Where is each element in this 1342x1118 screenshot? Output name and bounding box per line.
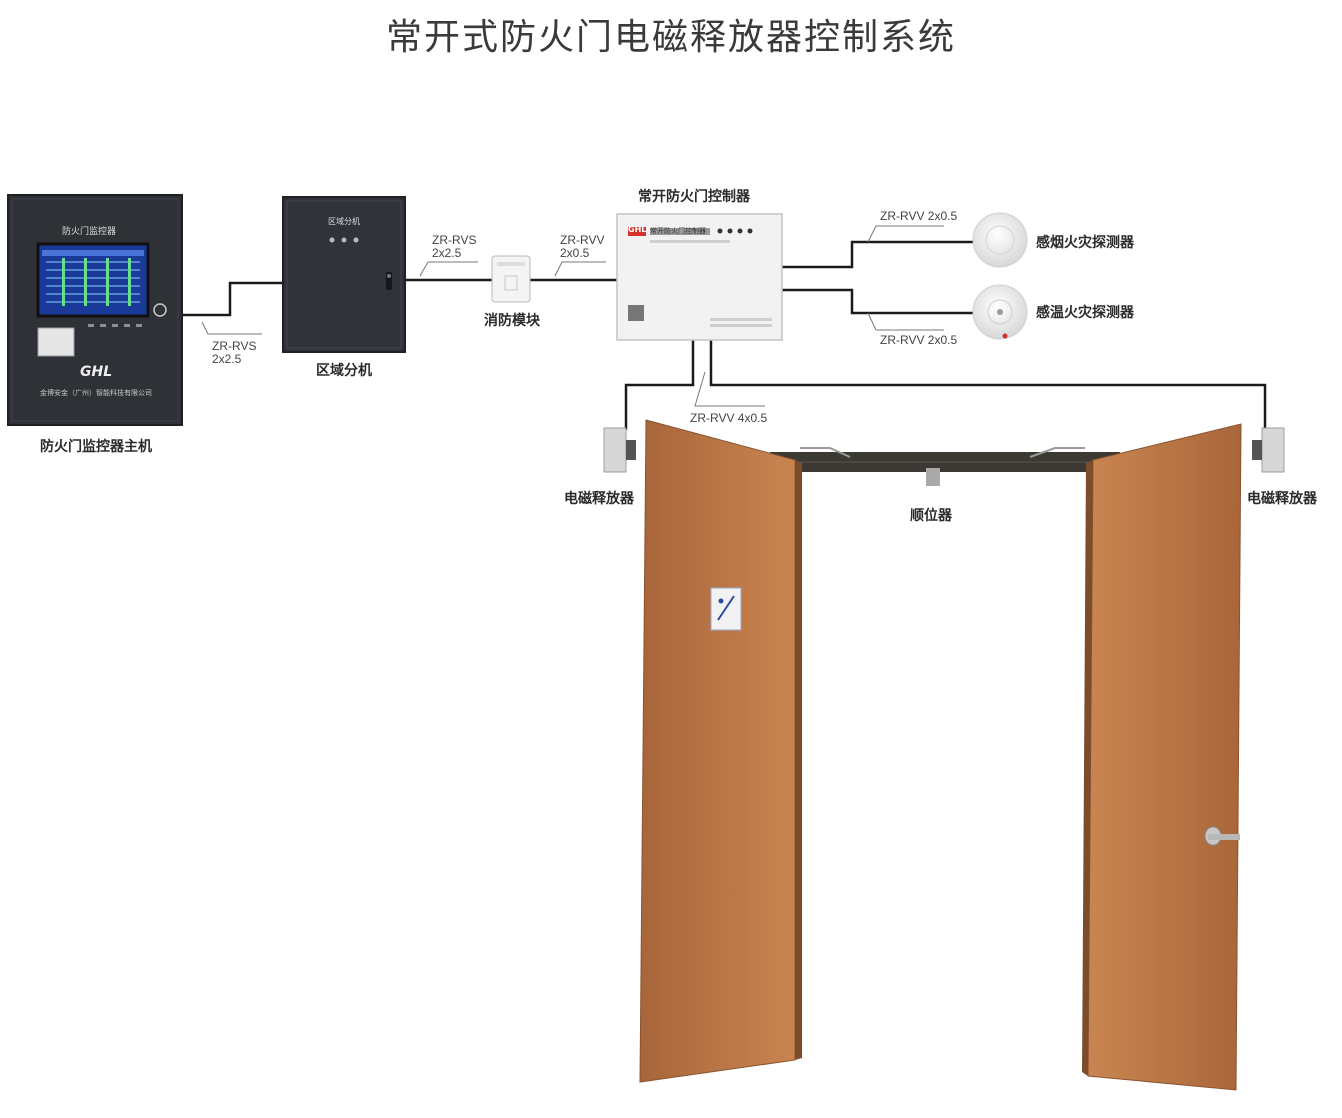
zone-panel-title: 区域分机 [328, 217, 360, 226]
cable-controller-heat: ZR-RVV 2x0.5 [880, 333, 958, 347]
right-door-leaf [1082, 423, 1242, 1091]
host-brand: GHL [80, 364, 113, 380]
controller-label: 常开防火门控制器 [638, 189, 750, 205]
cable-controller-doors: ZR-RVV 4x0.5 [690, 411, 768, 425]
left-door-leaf [639, 419, 802, 1083]
host-label: 防火门监控器主机 [40, 439, 152, 455]
controller-panel-title: 常开防火门控制器 [650, 227, 706, 235]
controller-brand: GHL [628, 225, 647, 234]
cable-host-zone: ZR-RVS 2x2.5 [212, 339, 257, 366]
wire-controller-right-releaser [709, 340, 1267, 430]
cable-module-controller: ZR-RVV 2x0.5 [560, 233, 605, 260]
wire-host-zone [182, 281, 283, 317]
host-panel-title: 防火门监控器 [62, 227, 117, 237]
door-holder-right-icon [1252, 427, 1285, 473]
fire-module-label: 消防模块 [484, 313, 540, 329]
fire-module [491, 255, 531, 303]
heat-detector-label: 感温火灾探测器 [1036, 305, 1134, 321]
cable-zone-module: ZR-RVS 2x2.5 [432, 233, 477, 260]
page-title: 常开式防火门电磁释放器控制系统 [385, 17, 956, 58]
door-holder-left-icon [603, 427, 636, 473]
right-releaser-label: 电磁释放器 [1247, 491, 1317, 507]
smoke-detector-label: 感烟火灾探测器 [1036, 235, 1134, 251]
wiring [182, 240, 1267, 430]
wire-controller-smoke [782, 240, 975, 269]
heat-detector-icon [972, 284, 1028, 340]
host-company: 金博安金（广州）智能科技有限公司 [40, 389, 152, 397]
zone-sub-unit [282, 196, 406, 353]
fire-door-monitor-host [7, 194, 183, 426]
wire-controller-heat [782, 288, 975, 315]
left-releaser-label: 电磁释放器 [564, 491, 634, 507]
smoke-detector-icon [972, 212, 1028, 268]
wire-controller-left-releaser [624, 340, 695, 430]
fire-door-frame [770, 447, 1120, 486]
normally-open-door-controller [616, 213, 783, 341]
sequencer-label: 顺位器 [910, 508, 952, 524]
zone-label: 区域分机 [316, 363, 372, 379]
cable-controller-smoke: ZR-RVV 2x0.5 [880, 209, 958, 223]
